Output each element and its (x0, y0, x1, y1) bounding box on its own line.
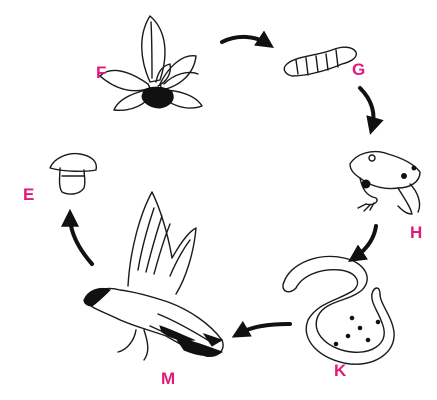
label-e: E (23, 185, 34, 204)
caterpillar-icon (284, 47, 356, 76)
frog-icon (350, 152, 420, 214)
arrow-k-to-m (238, 324, 290, 334)
arrow-f-to-g (222, 37, 268, 44)
label-m: M (161, 369, 175, 388)
label-k: K (334, 361, 347, 380)
hawk-icon (84, 192, 223, 360)
snake-icon (283, 256, 394, 364)
plant-icon (100, 16, 202, 110)
arrow-h-to-k (354, 226, 376, 258)
mushroom-icon (50, 154, 96, 194)
label-h: H (410, 223, 422, 242)
arrow-m-to-e (70, 216, 92, 264)
label-f: F (96, 63, 106, 82)
arrow-g-to-h (360, 88, 374, 128)
label-g: G (352, 60, 365, 79)
